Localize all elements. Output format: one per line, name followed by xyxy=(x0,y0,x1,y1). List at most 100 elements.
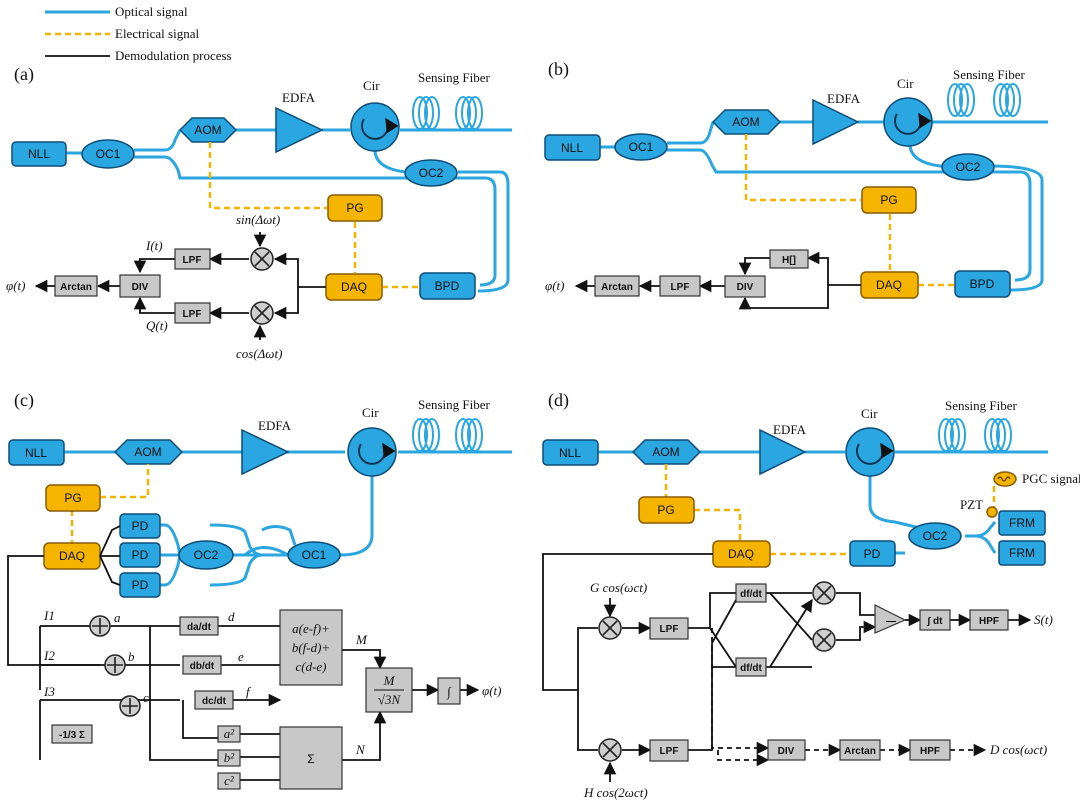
panel-c-circulator xyxy=(347,427,397,477)
panel-c-nll-label: NLL xyxy=(25,446,47,460)
panel-d-pg-label: PG xyxy=(657,503,674,517)
panel-a-fiber-label: Sensing Fiber xyxy=(418,70,491,85)
panel-a-oc2-label: OC2 xyxy=(419,166,444,180)
panel-a-lpf-1-label: LPF xyxy=(183,255,202,266)
panel-d-pgc-label: PGC signal xyxy=(1022,471,1080,486)
panel-b-lpf xyxy=(659,275,701,297)
panel-b: (b) Sensing Fiber NLL OC1 AOM EDFA Cir O… xyxy=(544,59,1048,310)
panel-b-edfa xyxy=(812,98,860,146)
panel-d-hpf-2-label: HPF xyxy=(920,746,940,757)
legend-demod-label: Demodulation process xyxy=(115,48,232,63)
panel-d-pgc-icon xyxy=(993,471,1017,487)
panel-b-hilbert-label: H[] xyxy=(782,255,796,266)
panel-c-dbdt-label: db/dt xyxy=(190,661,215,672)
panel-c-fiber-coil-2 xyxy=(455,418,483,452)
panel-d-edfa xyxy=(759,428,807,476)
panel-b-oc1-label: OC1 xyxy=(629,140,654,154)
panel-a-nll-label: NLL xyxy=(28,147,50,161)
panel-c-c-label: c xyxy=(143,690,149,705)
panel-c-cross-block xyxy=(279,609,343,686)
panel-c-a-label: a xyxy=(114,610,121,625)
panel-c-sigma-block xyxy=(279,726,343,790)
panel-c-frac-bot: √3N xyxy=(378,692,402,707)
panel-a-nll xyxy=(11,141,67,167)
panel-d-arctan-label: Arctan xyxy=(844,746,876,757)
panel-b-fiber-coil-1 xyxy=(947,83,975,117)
panel-b-edfa-label: EDFA xyxy=(827,91,861,106)
panel-d-hpf-2 xyxy=(909,739,951,761)
panel-d-edfa-label: EDFA xyxy=(773,422,807,437)
panel-d-pzt-label: PZT xyxy=(960,497,983,512)
panel-c-n-label: N xyxy=(355,742,366,757)
panel-d-oc2-label: OC2 xyxy=(923,529,948,543)
panel-a-tag: (a) xyxy=(14,64,34,85)
panel-c-a2-label: a² xyxy=(224,726,236,741)
panel-b-lpf-label: LPF xyxy=(671,282,690,293)
panel-d-div-label: DIV xyxy=(778,746,795,757)
panel-c-pd-2 xyxy=(119,542,161,568)
panel-d-s-label: S(t) xyxy=(1034,612,1053,627)
panel-d-arctan xyxy=(839,739,881,761)
panel-a-bpd xyxy=(419,272,476,300)
panel-c-eq1: a(e-f)+ xyxy=(292,621,330,636)
panel-c-tag: (c) xyxy=(14,390,34,411)
panel-b-output-label: φ(t) xyxy=(545,278,564,293)
panel-a-i-label: I(t) xyxy=(145,238,163,253)
panel-c-pd-3-label: PD xyxy=(132,578,149,592)
panel-c-mean xyxy=(51,724,93,744)
panel-a-cos-label: cos(Δωt) xyxy=(236,346,282,361)
panel-d-pg xyxy=(638,496,695,524)
panel-d-lpf-1 xyxy=(649,617,689,640)
panel-d-dfdt-1-label: df/dt xyxy=(740,589,762,600)
panel-b-nll xyxy=(544,134,601,161)
panel-a: (a) Sensing Fiber NLL OC1 AOM EDFA Cir O… xyxy=(6,64,512,361)
panel-a-lpf-2-label: LPF xyxy=(183,309,202,320)
panel-a-circulator xyxy=(350,102,400,152)
panel-a-div xyxy=(119,274,161,298)
panel-a-pg xyxy=(327,194,383,222)
panel-c-pg-label: PG xyxy=(64,491,81,505)
panel-b-oc2-label: OC2 xyxy=(956,160,981,174)
panel-d-frm-2 xyxy=(998,540,1046,566)
panel-c-fiber-coil-1 xyxy=(412,418,440,452)
panel-c-f-label: f xyxy=(246,684,252,699)
panel-c-oc1 xyxy=(287,541,341,569)
panel-b-pg-label: PG xyxy=(880,193,897,207)
legend-electrical-label: Electrical signal xyxy=(115,26,199,41)
panel-a-div-label: DIV xyxy=(132,282,149,293)
panel-c-sigma-label: Σ xyxy=(307,752,314,766)
panel-b-nll-label: NLL xyxy=(561,141,583,155)
panel-a-lpf-1 xyxy=(174,248,211,270)
panel-c-m-label: M xyxy=(355,632,368,647)
panel-c-aom-label: AOM xyxy=(134,445,161,459)
panel-c-b-label: b xyxy=(128,649,135,664)
panel-d-aom xyxy=(631,439,702,465)
panel-d-lpf-1-label: LPF xyxy=(660,624,679,635)
panel-c-pg xyxy=(45,484,101,512)
panel-d-integrator xyxy=(919,609,951,631)
panel-d-aom-label: AOM xyxy=(652,445,679,459)
panel-a-oc2 xyxy=(404,159,458,187)
panel-d-dout-label: D cos(ωct) xyxy=(989,742,1047,757)
panel-a-bpd-label: BPD xyxy=(435,279,460,293)
panel-c-pd-2-label: PD xyxy=(132,548,149,562)
panel-c-dcdt xyxy=(194,690,234,710)
panel-d-h-label: H cos(2ωct) xyxy=(583,785,648,800)
panel-b-tag: (b) xyxy=(548,59,569,80)
panel-c-e-label: e xyxy=(238,649,244,664)
panel-d-pd-label: PD xyxy=(864,547,881,561)
panel-c-eq3: c(d-e) xyxy=(295,659,326,674)
panel-d-nll xyxy=(542,439,599,466)
panel-b-daq-label: DAQ xyxy=(876,278,902,292)
panel-d-fiber-coil-2 xyxy=(984,418,1012,452)
panel-a-output-label: φ(t) xyxy=(6,278,25,293)
panel-c-c2-label: c² xyxy=(224,773,235,788)
panel-d-frm-1-label: FRM xyxy=(1009,516,1035,530)
panel-a-pg-label: PG xyxy=(346,201,363,215)
panel-b-bpd-label: BPD xyxy=(970,277,995,291)
panel-c-i3-label: I3 xyxy=(43,684,55,699)
panel-d-frm-2-label: FRM xyxy=(1009,546,1035,560)
panel-d-nll-label: NLL xyxy=(559,446,581,460)
panel-d-frm-1 xyxy=(998,510,1046,536)
